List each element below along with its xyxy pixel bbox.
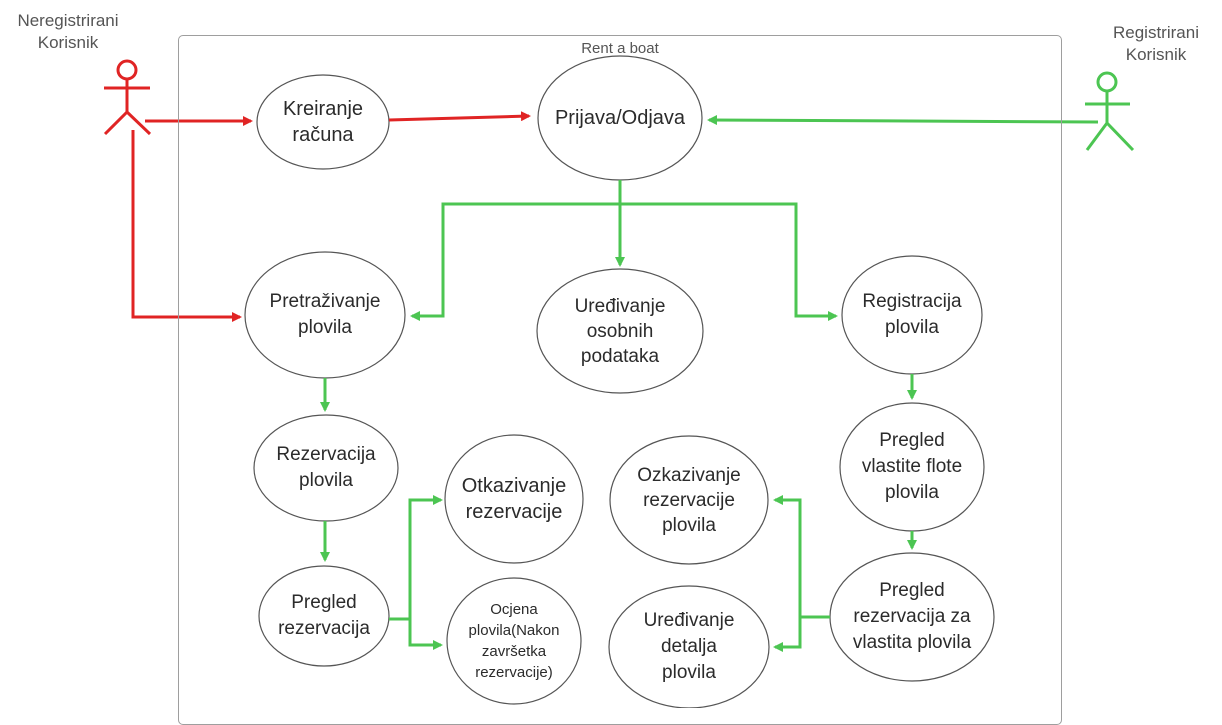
- connector-unregistered-to-pretrazivanje: [131, 130, 242, 322]
- connector-kreiranje-to-prijava: [388, 111, 531, 122]
- actor-unregistered-figure: [103, 59, 152, 136]
- use-case-diagram: [103, 55, 1135, 708]
- usecase-kreiranje-ellipse[interactable]: [256, 74, 390, 170]
- usecase-ocjena-ellipse[interactable]: [446, 577, 582, 705]
- connector-pregled-vlastita-to-uredivanje-detalja: [773, 617, 802, 652]
- connector-pregled-to-ocjena: [408, 619, 443, 650]
- connector-prijava-to-pretrazivanje: [410, 202, 620, 321]
- connector-registered-to-prijava: [707, 115, 1099, 126]
- usecase-pregled-rezervacija-ellipse[interactable]: [258, 565, 390, 667]
- actor-registered-figure: [1085, 71, 1135, 152]
- usecase-ozkazivanje-ellipse[interactable]: [609, 435, 769, 565]
- actor-unregistered-label: Neregistrirani Korisnik: [17, 11, 119, 52]
- usecase-uredivanje-osobnih-ellipse[interactable]: [536, 268, 704, 394]
- system-title: Rent a boat: [581, 40, 659, 57]
- connector-pregled-to-otkazivanje: [389, 495, 443, 621]
- usecase-otkazivanje-ellipse[interactable]: [444, 434, 584, 564]
- connector-pregled-vlastita-to-ozkazivanje: [773, 495, 830, 619]
- usecase-prijava-label: Prijava/Odjava: [554, 107, 686, 129]
- connector-prijava-to-registracija: [620, 202, 838, 321]
- actor-registered-label: Registrirani Korisnik: [1113, 23, 1199, 64]
- usecase-uredivanje-detalja-ellipse[interactable]: [608, 585, 770, 708]
